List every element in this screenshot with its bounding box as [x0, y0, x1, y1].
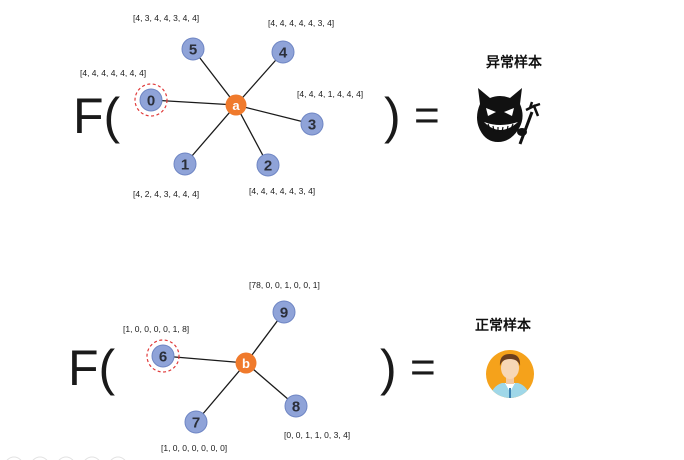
equals-sign: = [410, 343, 436, 392]
close-paren: ) [384, 88, 401, 144]
node-label: 0 [147, 93, 155, 110]
decorative-edge-marks [6, 456, 126, 460]
node-vector: [4, 2, 4, 3, 4, 4, 4] [133, 189, 199, 199]
node-label: 9 [280, 305, 288, 322]
node-circle [181, 37, 205, 61]
center-label: a [232, 98, 240, 113]
devil-cat-icon [477, 88, 541, 145]
equals-sign: = [414, 91, 440, 140]
center-circle [225, 94, 247, 116]
result-label: 异常样本 [486, 54, 543, 71]
node-6: 6 [151, 344, 175, 368]
node-label: 3 [308, 117, 316, 134]
node-0: 0 [139, 88, 163, 112]
node-3: 3 [300, 112, 324, 136]
node-circle [272, 300, 296, 324]
result-label: 正常样本 [475, 317, 532, 334]
highlight-ring [146, 339, 180, 373]
edge-b-6 [162, 355, 247, 364]
node-vector: [78, 0, 0, 1, 0, 0, 1] [249, 280, 320, 290]
node-9: 9 [272, 300, 296, 324]
highlight-ring [134, 83, 168, 117]
edge-b-7 [195, 362, 247, 423]
node-vector: [1, 0, 0, 0, 0, 1, 8] [123, 324, 189, 334]
node-vector: [4, 4, 4, 4, 4, 3, 4] [268, 18, 334, 28]
node-circle [184, 410, 208, 434]
edges [150, 48, 313, 166]
node-circle [300, 112, 324, 136]
node-circle [271, 40, 295, 64]
edge-a-0 [150, 99, 237, 106]
node-4: 4 [271, 40, 295, 64]
node-7: 7 [184, 410, 208, 434]
node-circle [284, 394, 308, 418]
center-node-a: a [225, 94, 247, 116]
node-vector: [0, 0, 1, 1, 0, 3, 4] [284, 430, 350, 440]
edge-a-3 [235, 104, 313, 125]
node-5: 5 [181, 37, 205, 61]
center-label: b [242, 356, 250, 371]
node-label: 6 [159, 349, 167, 366]
node-vector: [4, 4, 4, 4, 4, 4, 4] [80, 68, 146, 78]
close-paren: ) [380, 340, 397, 396]
node-label: 4 [279, 45, 288, 62]
node-vector: [1, 0, 0, 0, 0, 0, 0] [161, 443, 227, 453]
node-label: 7 [192, 415, 200, 432]
equation-normal: F( 6 9 8 7 b [1, 0, 0, 0, 0, 1, 8 [68, 280, 534, 453]
node-circle [173, 152, 197, 176]
center-circle [235, 352, 257, 374]
node-8: 8 [284, 394, 308, 418]
edge-a-5 [192, 48, 237, 106]
node-vector: [4, 4, 4, 4, 4, 3, 4] [249, 186, 315, 196]
node-label: 1 [181, 157, 189, 174]
function-label: F( [73, 88, 121, 144]
edge-a-4 [235, 51, 284, 106]
node-label: 2 [264, 158, 272, 175]
equation-anomaly: F( 0 5 4 3 2 [73, 13, 543, 199]
center-node-b: b [235, 352, 257, 374]
node-2: 2 [256, 153, 280, 177]
edge-a-1 [184, 104, 237, 165]
node-1: 1 [173, 152, 197, 176]
node-label: 5 [189, 42, 197, 59]
node-circle [256, 153, 280, 177]
function-label: F( [68, 340, 116, 396]
person-avatar-icon [486, 350, 534, 398]
node-vector: [4, 4, 4, 1, 4, 4, 4] [297, 89, 363, 99]
node-circle [151, 344, 175, 368]
node-label: 8 [292, 399, 300, 416]
node-vector: [4, 3, 4, 4, 3, 4, 4] [133, 13, 199, 23]
node-circle [139, 88, 163, 112]
